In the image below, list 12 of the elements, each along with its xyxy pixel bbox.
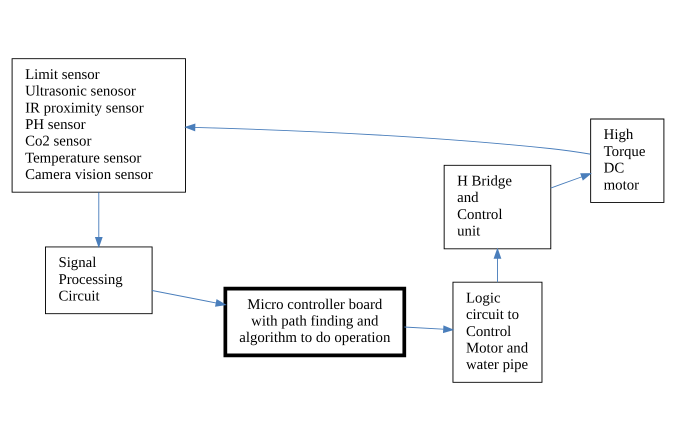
- node-box: High Torque DC motor: [590, 118, 664, 202]
- node-box: Logic circuit to Control Motor and water pipe: [452, 281, 542, 382]
- arrow: [184, 123, 591, 154]
- node-box: H Bridge and Control unit: [444, 164, 552, 249]
- arrow: [550, 172, 592, 188]
- arrow: [404, 324, 454, 333]
- node-box: Signal Processing Circuit: [45, 246, 153, 314]
- arrow: [152, 290, 227, 306]
- node-box: Limit sensor Ultrasonic senosor IR proximity sensor PH sensor Co2 sensor Temperature sensor Camera vision sensor: [12, 58, 186, 192]
- arrow: [94, 191, 103, 248]
- node-box: Micro controller board with path finding and algorithm to do operation: [224, 286, 406, 357]
- arrow: [494, 247, 502, 282]
